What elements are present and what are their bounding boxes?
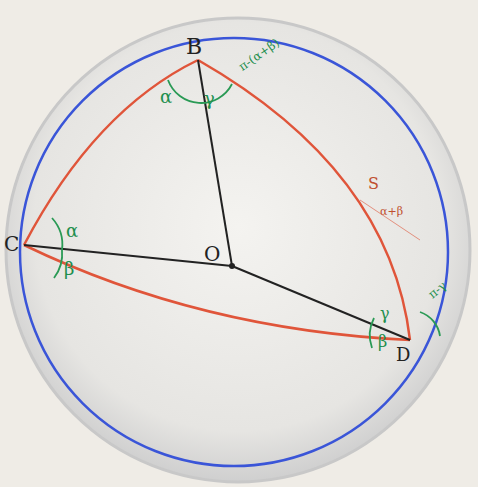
angle-label: α+β (380, 206, 403, 217)
center-point (229, 263, 235, 269)
point-label: B (186, 36, 202, 58)
angle-label: β (64, 260, 74, 278)
point-label: S (368, 176, 379, 192)
glass-sphere (6, 18, 470, 482)
angle-arc (370, 318, 374, 348)
point-label: O (204, 244, 220, 264)
radius-line (232, 266, 410, 340)
angle-arc (168, 80, 232, 103)
radius-line (24, 245, 232, 266)
angle-label: α (160, 88, 172, 106)
angle-label: α (66, 222, 78, 240)
spherical-arc (24, 60, 198, 245)
angle-label: γ (380, 306, 390, 322)
point-label: C (4, 234, 19, 254)
great-circle (20, 38, 448, 466)
angle-arc (54, 250, 62, 278)
angle-label: γ (204, 90, 215, 108)
spherical-arc (24, 245, 410, 340)
angle-arc (52, 218, 62, 250)
point-label: D (396, 346, 410, 364)
angle-arc (420, 312, 440, 336)
spherical-arc (198, 60, 410, 340)
tangent-line (360, 200, 420, 240)
angle-label: β (378, 334, 387, 350)
